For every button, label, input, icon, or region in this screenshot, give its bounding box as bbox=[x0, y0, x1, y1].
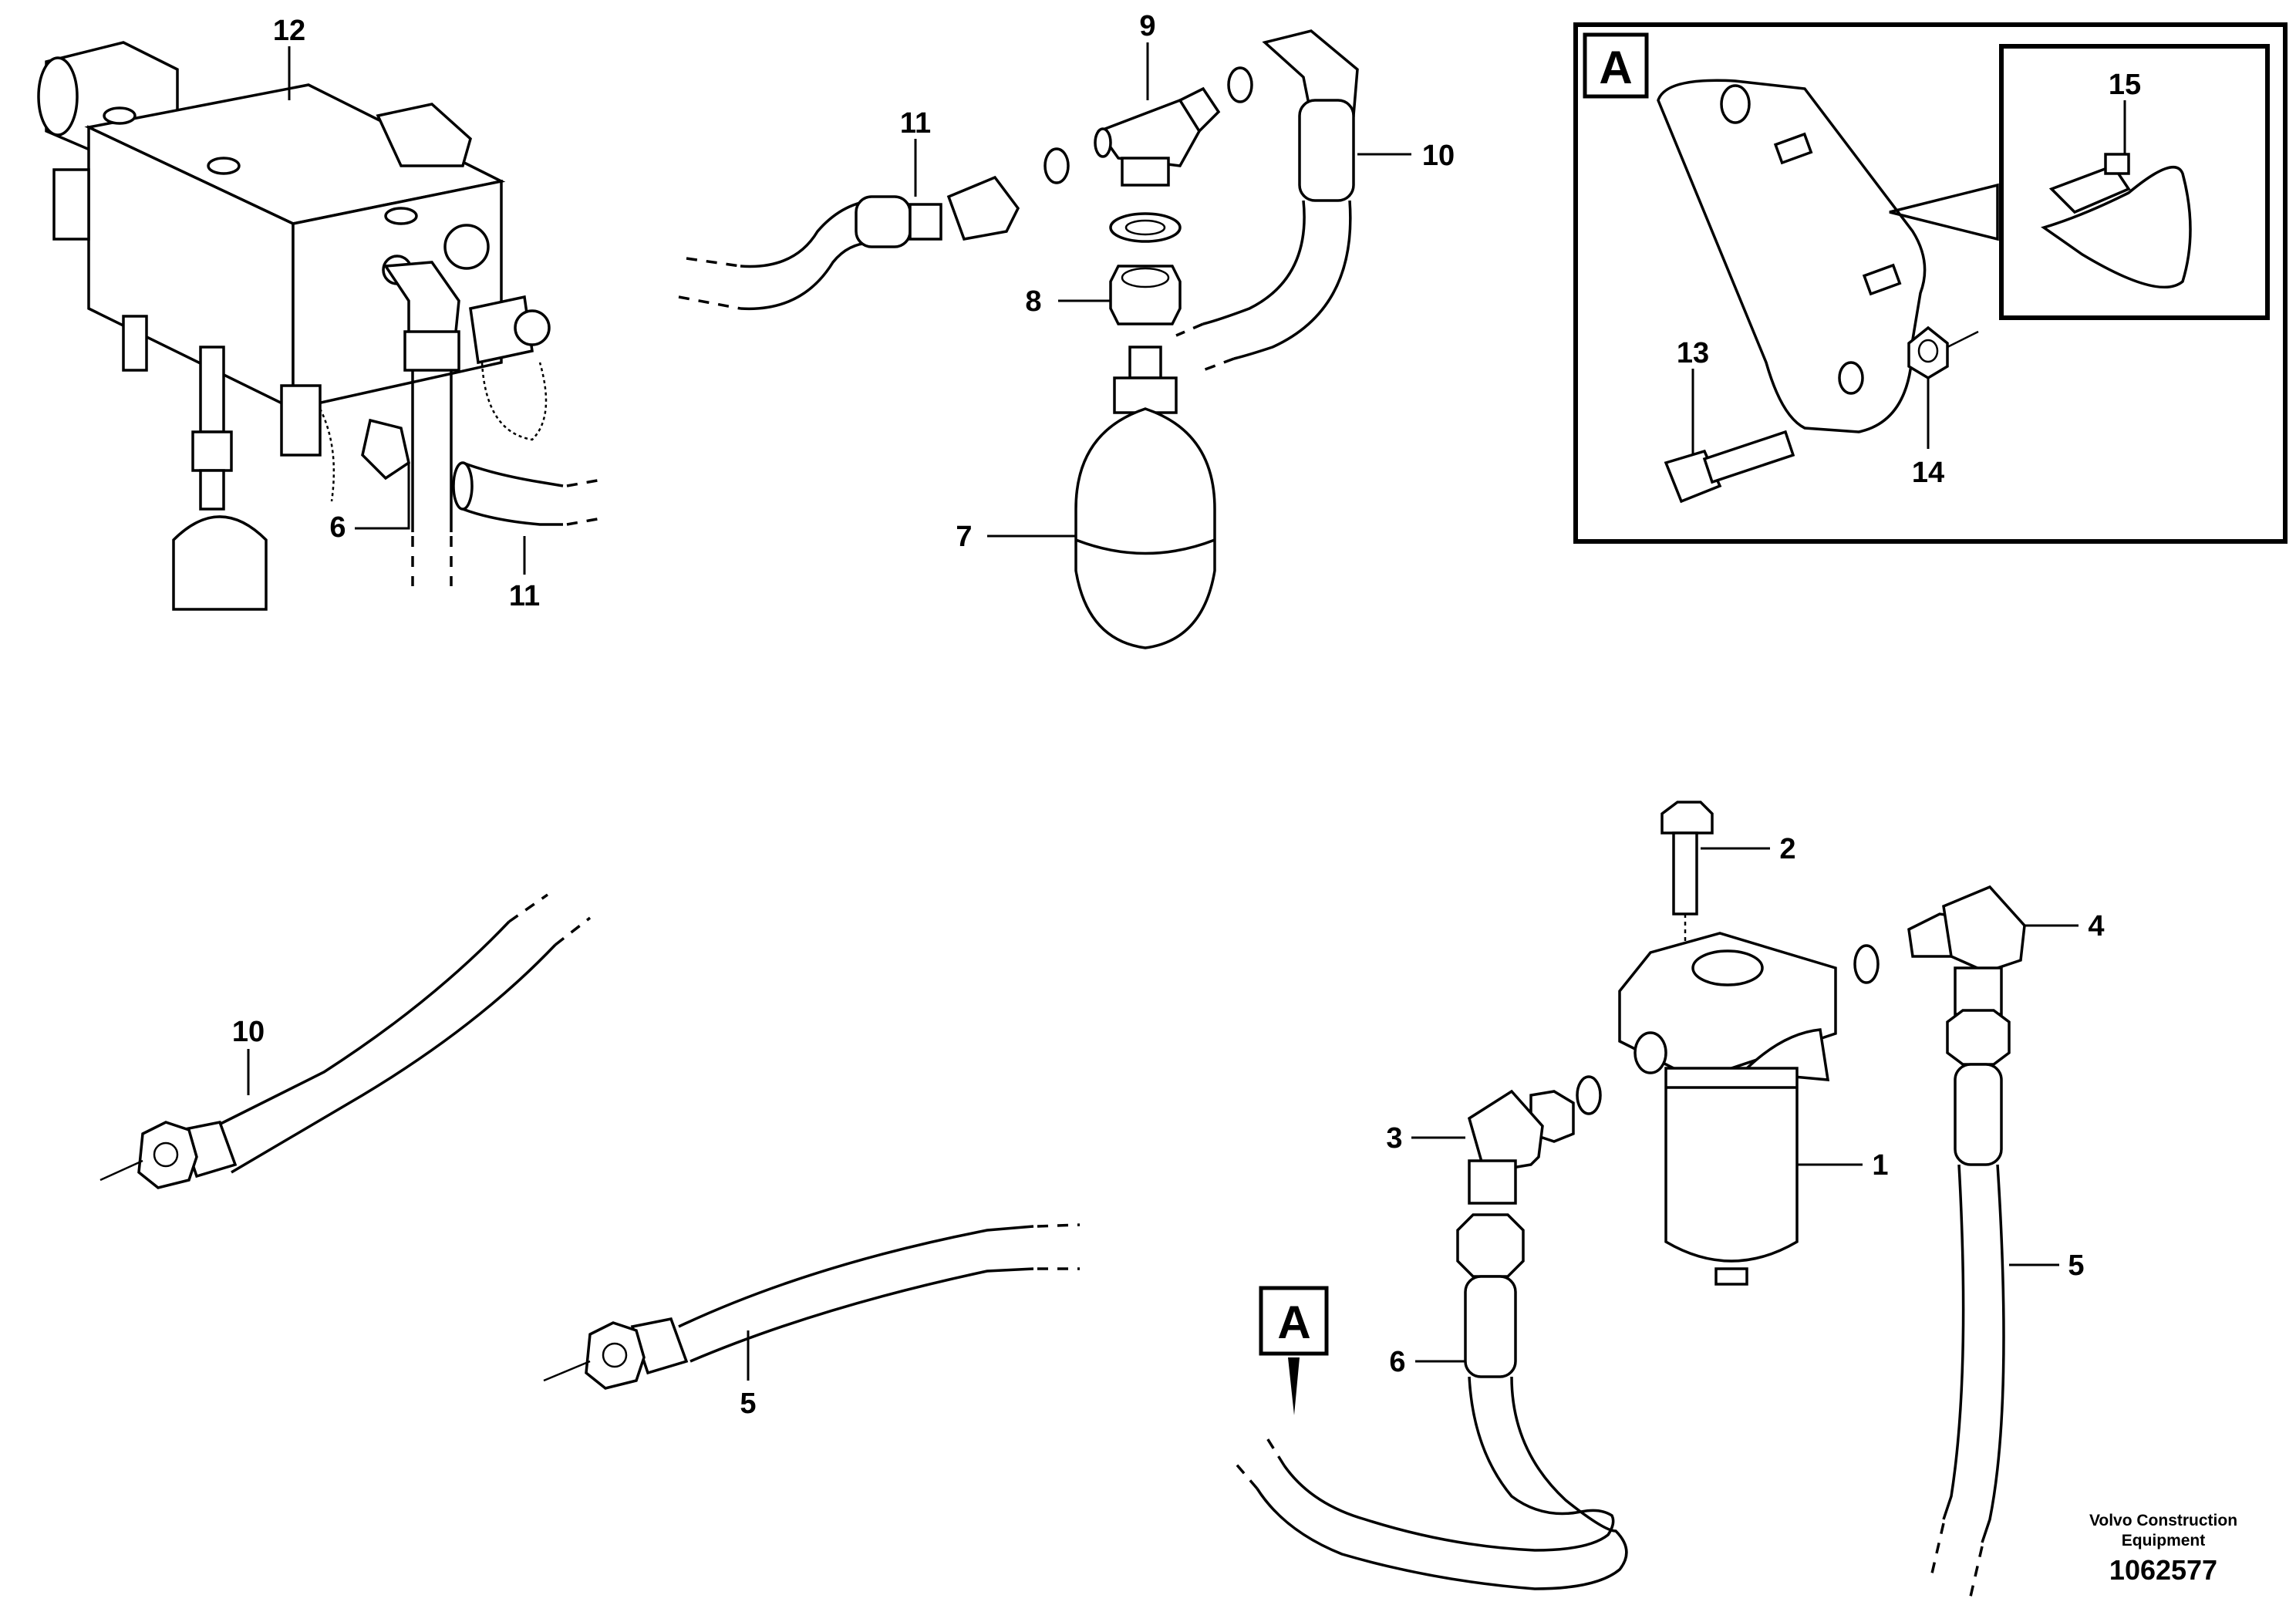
callout-15: 15 bbox=[2109, 69, 2141, 101]
hose-5-part bbox=[543, 1223, 1081, 1390]
callout-11-top-left: 11 bbox=[509, 580, 540, 612]
callout-10-top: 10 bbox=[1422, 140, 1455, 172]
callout-2: 2 bbox=[1779, 833, 1795, 865]
filter-assembly bbox=[1232, 801, 2026, 1597]
callout-1: 1 bbox=[1872, 1149, 1888, 1182]
hose-10-part bbox=[99, 893, 592, 1189]
drawing-number: 1062577 bbox=[2109, 1554, 2217, 1586]
callout-5-bottom: 5 bbox=[740, 1388, 756, 1420]
valve-block-assembly bbox=[37, 41, 602, 611]
callout-4: 4 bbox=[2088, 910, 2104, 943]
leader-lines bbox=[247, 42, 2126, 1381]
brand-line-2: Equipment bbox=[2122, 1532, 2206, 1549]
view-a-marker: A bbox=[1277, 1297, 1310, 1348]
callout-6-bottom: 6 bbox=[1389, 1346, 1405, 1378]
callout-6-top: 6 bbox=[329, 511, 346, 544]
detail-a-label: A bbox=[1599, 42, 1632, 93]
brand-line-1: Volvo Construction bbox=[2089, 1512, 2237, 1529]
callout-5-right: 5 bbox=[2068, 1249, 2084, 1282]
callout-11-top-middle: 11 bbox=[900, 107, 931, 140]
callout-12: 12 bbox=[273, 15, 305, 47]
callout-9: 9 bbox=[1139, 10, 1155, 42]
callout-labels: 12 6 11 9 11 10 8 7 15 13 14 10 5 2 4 3 … bbox=[232, 10, 2141, 1420]
callout-10-bottom: 10 bbox=[232, 1016, 265, 1048]
callout-14: 14 bbox=[1912, 457, 1944, 489]
callout-7: 7 bbox=[956, 521, 972, 553]
detail-a-box bbox=[1573, 22, 2288, 544]
accumulator-tee-assembly bbox=[678, 29, 1359, 649]
footer-branding: Volvo Construction Equipment 1062577 bbox=[2089, 1512, 2237, 1586]
callout-3: 3 bbox=[1386, 1122, 1402, 1155]
callout-8: 8 bbox=[1025, 285, 1041, 318]
callout-13: 13 bbox=[1677, 337, 1709, 369]
